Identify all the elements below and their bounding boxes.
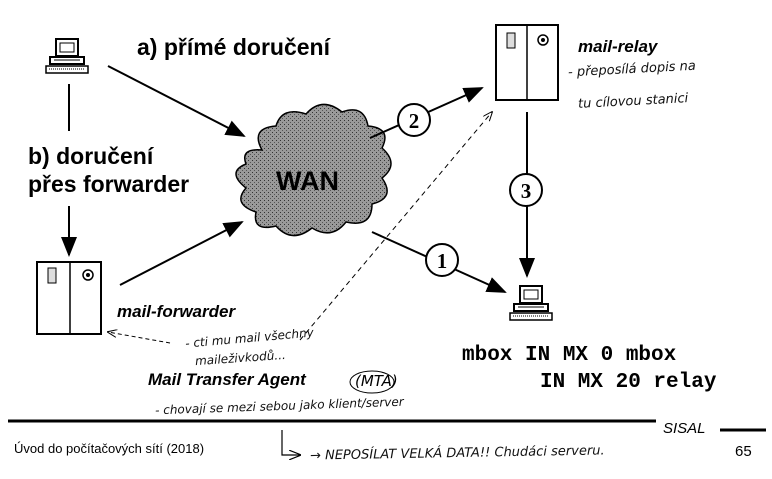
mx-record-1: mbox IN MX 0 mbox (462, 344, 677, 367)
computer-icon (45, 38, 89, 74)
course-title: Úvod do počítačových sítí (2018) (14, 441, 205, 456)
step-circle-3: 3 (509, 173, 543, 207)
mta-oval (349, 370, 395, 394)
wan-cloud (235, 103, 392, 237)
hand-arrow (281, 430, 300, 455)
step-circle-2: 2 (397, 103, 431, 137)
dashed-arrow-forwarder (299, 112, 492, 341)
step-label-3: 3 (521, 179, 532, 203)
step-circle-1: 1 (425, 243, 459, 277)
forwarder-server-icon (36, 261, 102, 335)
sisal-brand: SISAL (663, 420, 706, 437)
direct-delivery-label: a) přímé doručení (137, 34, 330, 60)
arrow-direct-to-wan (107, 65, 246, 137)
mail-forwarder-label: mail-forwarder (117, 302, 236, 321)
mx-record-2: IN MX 20 relay (540, 371, 717, 394)
mail-relay-label: mail-relay (578, 37, 658, 56)
relay-server-icon (495, 24, 559, 101)
mta-abbr-label: (MTA) (355, 372, 398, 390)
forwarder-delivery-label: b) doručení přes forwarder (28, 142, 189, 198)
forwarder-delivery-line1: b) doručení (28, 143, 154, 169)
forwarder-delivery-line2: přes forwarder (28, 171, 190, 197)
arrow-forwarder-to-wan (119, 221, 244, 286)
step-label-1: 1 (437, 249, 448, 273)
mbox-computer-icon (509, 285, 553, 321)
dashed-arrow-back (108, 332, 171, 344)
page-number: 65 (735, 443, 752, 460)
wan-label: WAN (276, 166, 339, 196)
step-label-2: 2 (409, 109, 420, 133)
mta-label: Mail Transfer Agent (148, 370, 306, 389)
